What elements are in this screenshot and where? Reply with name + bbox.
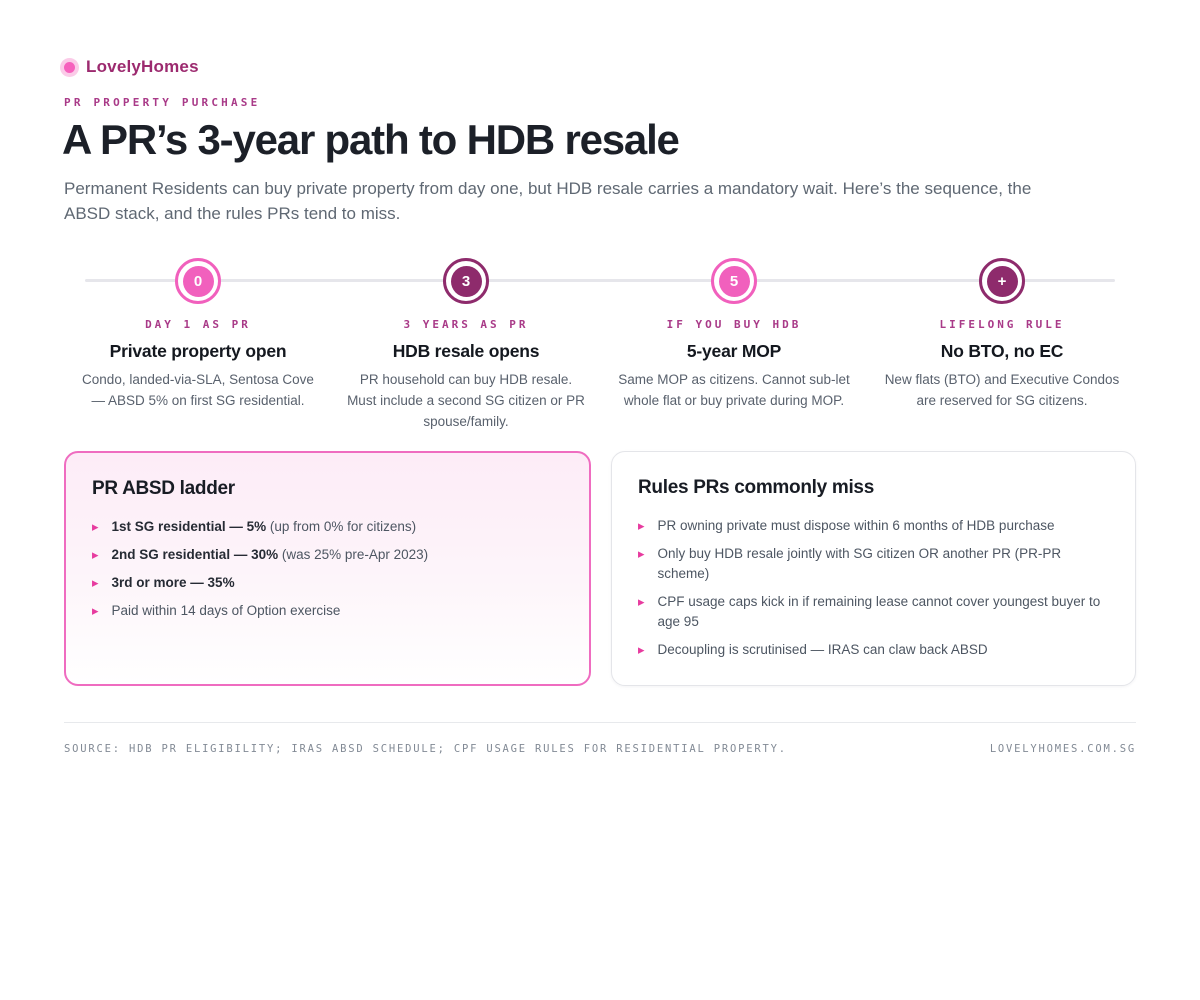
triangle-bullet-icon bbox=[92, 517, 99, 537]
step-badge: 0 bbox=[175, 258, 221, 304]
triangle-bullet-icon bbox=[92, 573, 99, 593]
triangle-bullet-icon bbox=[638, 640, 645, 660]
step-badge-number: + bbox=[986, 265, 1018, 297]
list-item-text: Paid within 14 days of Option exercise bbox=[111, 603, 341, 618]
footer: SOURCE: HDB PR ELIGIBILITY; IRAS ABSD SC… bbox=[64, 743, 1136, 755]
triangle-bullet-icon bbox=[92, 601, 99, 621]
card-title: Rules PRs commonly miss bbox=[638, 477, 874, 498]
info-cards: PR ABSD ladder 1st SG residential — 5% (… bbox=[64, 451, 1136, 686]
card-list: 1st SG residential — 5% (up from 0% for … bbox=[92, 517, 563, 621]
list-item-text: 1st SG residential — 5% (up from 0% for … bbox=[111, 519, 417, 534]
list-item: 3rd or more — 35% bbox=[92, 573, 563, 593]
list-item: Paid within 14 days of Option exercise bbox=[92, 601, 563, 621]
brand-name: LovelyHomes bbox=[86, 57, 199, 76]
timeline-step-3years: 3 3 YEARS AS PR HDB resale opens PR hous… bbox=[332, 258, 600, 433]
card-absd-ladder: PR ABSD ladder 1st SG residential — 5% (… bbox=[64, 451, 591, 686]
step-badge: 5 bbox=[711, 258, 757, 304]
step-badge-number: 3 bbox=[450, 265, 482, 297]
list-item: Decoupling is scrutinised — IRAS can cla… bbox=[638, 640, 1109, 660]
card-list: PR owning private must dispose within 6 … bbox=[638, 516, 1109, 660]
list-item: 1st SG residential — 5% (up from 0% for … bbox=[92, 517, 563, 537]
list-item: PR owning private must dispose within 6 … bbox=[638, 516, 1109, 536]
list-item-text: Only buy HDB resale jointly with SG citi… bbox=[657, 546, 1062, 581]
list-item: Only buy HDB resale jointly with SG citi… bbox=[638, 544, 1109, 584]
timeline-step-mop: 5 IF YOU BUY HDB 5-year MOP Same MOP as … bbox=[600, 258, 868, 433]
step-kicker: 3 YEARS AS PR bbox=[403, 318, 529, 331]
step-badge: 3 bbox=[443, 258, 489, 304]
step-heading: 5-year MOP bbox=[686, 341, 782, 361]
eyebrow-label: PR PROPERTY PURCHASE bbox=[64, 96, 261, 109]
list-item-text: 3rd or more — 35% bbox=[111, 575, 235, 590]
step-description: Same MOP as citizens. Cannot sub-let who… bbox=[618, 372, 850, 408]
step-description: PR household can buy HDB resale. Must in… bbox=[347, 372, 585, 429]
footer-site-text: LOVELYHOMES.COM.SG bbox=[989, 743, 1136, 755]
footer-source-text: SOURCE: HDB PR ELIGIBILITY; IRAS ABSD SC… bbox=[64, 743, 787, 755]
step-description: New flats (BTO) and Executive Condos are… bbox=[884, 372, 1120, 408]
triangle-bullet-icon bbox=[638, 592, 645, 632]
brand-dot-icon bbox=[64, 61, 75, 73]
list-item: 2nd SG residential — 30% (was 25% pre-Ap… bbox=[92, 545, 563, 565]
triangle-bullet-icon bbox=[92, 545, 99, 565]
list-item-text: PR owning private must dispose within 6 … bbox=[657, 518, 1055, 533]
footer-divider bbox=[64, 722, 1136, 723]
list-item-text: CPF usage caps kick in if remaining leas… bbox=[657, 594, 1101, 629]
step-heading: Private property open bbox=[109, 341, 287, 361]
step-badge: + bbox=[979, 258, 1025, 304]
timeline-steps: 0 DAY 1 AS PR Private property open Cond… bbox=[64, 258, 1136, 433]
list-item: CPF usage caps kick in if remaining leas… bbox=[638, 592, 1109, 632]
timeline: 0 DAY 1 AS PR Private property open Cond… bbox=[64, 258, 1136, 433]
step-badge-number: 5 bbox=[718, 265, 750, 297]
step-kicker: LIFELONG RULE bbox=[939, 318, 1065, 331]
step-badge-number: 0 bbox=[182, 265, 214, 297]
page-subtitle: Permanent Residents can buy private prop… bbox=[64, 179, 1032, 223]
step-kicker: DAY 1 AS PR bbox=[145, 318, 251, 331]
step-heading: HDB resale opens bbox=[392, 341, 540, 361]
list-item-text: 2nd SG residential — 30% (was 25% pre-Ap… bbox=[111, 547, 429, 562]
list-item-text: Decoupling is scrutinised — IRAS can cla… bbox=[657, 642, 988, 657]
timeline-step-lifelong: + LIFELONG RULE No BTO, no EC New flats … bbox=[868, 258, 1136, 433]
card-rules-missed: Rules PRs commonly miss PR owning privat… bbox=[611, 451, 1136, 686]
triangle-bullet-icon bbox=[638, 516, 645, 536]
timeline-step-day1: 0 DAY 1 AS PR Private property open Cond… bbox=[64, 258, 332, 433]
timeline-line bbox=[85, 279, 1115, 282]
page-title: A PR’s 3-year path to HDB resale bbox=[62, 116, 680, 163]
card-title: PR ABSD ladder bbox=[92, 478, 235, 499]
triangle-bullet-icon bbox=[638, 544, 645, 584]
step-kicker: IF YOU BUY HDB bbox=[666, 318, 802, 331]
step-heading: No BTO, no EC bbox=[940, 341, 1064, 361]
brand: LovelyHomes bbox=[64, 57, 199, 77]
step-description: Condo, landed-via-SLA, Sentosa Cove — AB… bbox=[82, 372, 314, 408]
